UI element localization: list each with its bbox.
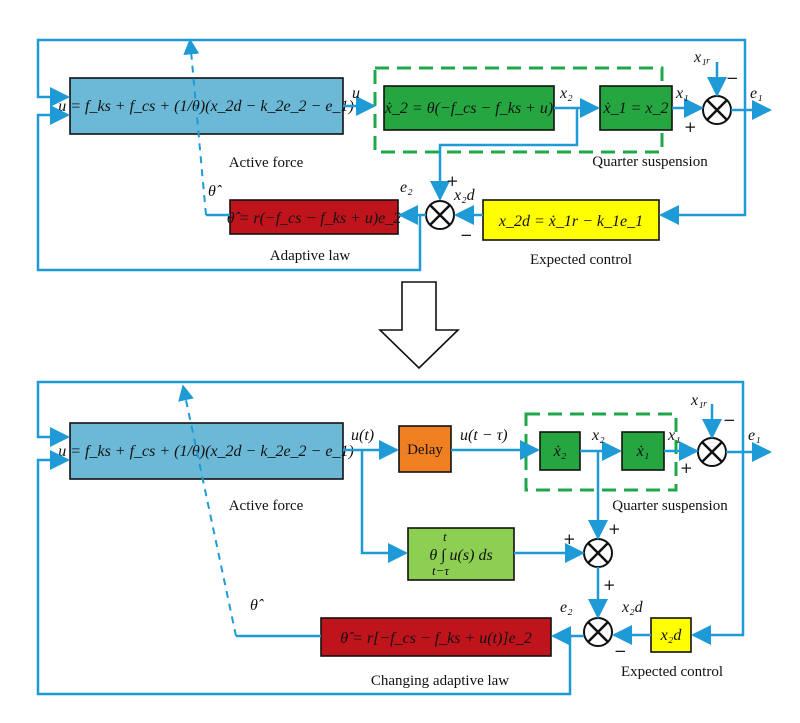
bottom-label-x1: x₁ [667,427,681,444]
bottom-sign-plus-x2: + [608,520,621,538]
top-label-e1: e₁ [750,85,763,102]
bottom-x1dot-block [621,431,665,471]
top-x2dot-eq: ẋ_2 = θ(−f_cs − f_ks + u) [384,100,553,117]
top-adaptive-label: Adaptive law [270,248,351,264]
top-suspension-group [373,66,664,154]
top-active-force-block [69,77,344,135]
top-active-force-eq: u = f_ks + f_cs + (1/θ)(x_2d − k_2e_2 − … [58,98,354,115]
bottom-adaptive-eq: θ̂ = r[−f_cs − f_ks + u(t)]e_2 [340,630,531,647]
bottom-wire-e1-feedback [36,380,745,452]
bottom-label-e2: e₂ [560,599,573,616]
bottom-label-x2d: x₂d [621,599,644,616]
top-label-x1r: x₁ᵣ [693,49,711,66]
top-wire-e1-feedback [36,38,747,110]
top-sign-plus-x2: + [446,172,459,190]
top-wire-theta-dashed [183,38,207,216]
bottom-expected-block [650,617,692,653]
bottom-label-theta-hat: θ̂ [250,597,264,614]
bottom-sign-plus-mid: + [603,576,616,594]
top-label-u: u [352,85,360,102]
bottom-x2dot-block [539,431,581,471]
bottom-adaptive-label: Changing adaptive law [371,673,509,689]
top-label-x1: x₁ [675,85,689,102]
bottom-x1dot-label: ẋ₁ [636,443,650,460]
bottom-x2dot-label: ẋ₂ [553,443,567,460]
top-sign-minus-x1r: − [726,69,739,87]
bottom-wire-e1-expected [691,452,745,645]
bottom-active-force-eq: u = f_ks + f_cs + (1/θ)(x_2d − k_2e_2 − … [58,443,354,460]
top-x1dot-eq: ẋ_1 = x_2 [603,100,669,117]
top-suspension-label: Quarter suspension [592,154,708,170]
bottom-sign-minus-x1r: − [723,411,736,429]
top-label-x2: x₂ [559,85,573,102]
bottom-label-ut: u(t) [351,427,374,444]
top-expected-block [482,199,660,241]
top-adaptive-eq: θ̂ = r(−f_cs − f_ks + u)e_2 [227,210,402,227]
bottom-integral-eq: θ ∫ u(s) ds [429,547,492,565]
top-wire-e2-feedback [36,105,422,272]
bottom-wire-e2-feedback [36,450,572,696]
bottom-label-x2: x₂ [591,427,605,444]
top-sign-plus-x1: + [684,118,697,136]
bottom-sign-plus-integral: + [563,530,576,548]
bottom-wire-ut-integral [360,450,408,563]
top-wire-x2-sum [430,108,579,201]
bottom-delay-block [398,425,452,473]
bottom-wire-theta-dashed [178,384,237,637]
top-label-e2: e₂ [400,179,413,196]
bottom-integral-upper: t [443,529,447,544]
top-active-force-label: Active force [229,155,304,171]
bottom-sign-minus-x2d: − [614,642,627,660]
bottom-active-force-label: Active force [229,498,304,514]
bottom-expected-label: Expected control [621,664,723,680]
top-label-theta-hat: θ̂ [208,183,222,200]
top-expected-label: Expected control [530,252,632,268]
top-expected-eq: x_2d = ẋ_1r − k_1e_1 [498,213,643,230]
top-sign-minus-x2d: − [460,226,473,244]
bottom-integral-lower: t−τ [432,563,450,578]
bottom-diagram: u = f_ks + f_cs + (1/θ)(x_2d − k_2e_2 − … [36,380,772,696]
bottom-sign-plus-x1: + [680,459,693,477]
top-diagram: u = f_ks + f_cs + (1/θ)(x_2d − k_2e_2 − … [36,38,772,272]
top-wire-e1-expected [659,110,747,225]
bottom-adaptive-block [320,617,552,657]
transition-arrow [378,281,460,370]
bottom-delay-label: Delay [407,442,443,458]
top-label-x2d: x₂d [453,187,476,204]
bottom-label-e1: e₁ [748,427,761,444]
top-x2dot-block [383,85,555,131]
bottom-label-x1r: x₁ᵣ [690,392,708,409]
bottom-suspension-label: Quarter suspension [612,498,728,514]
bottom-label-ut-tau: u(t − τ) [460,427,508,444]
bottom-expected-eq: x₂d [660,627,683,644]
